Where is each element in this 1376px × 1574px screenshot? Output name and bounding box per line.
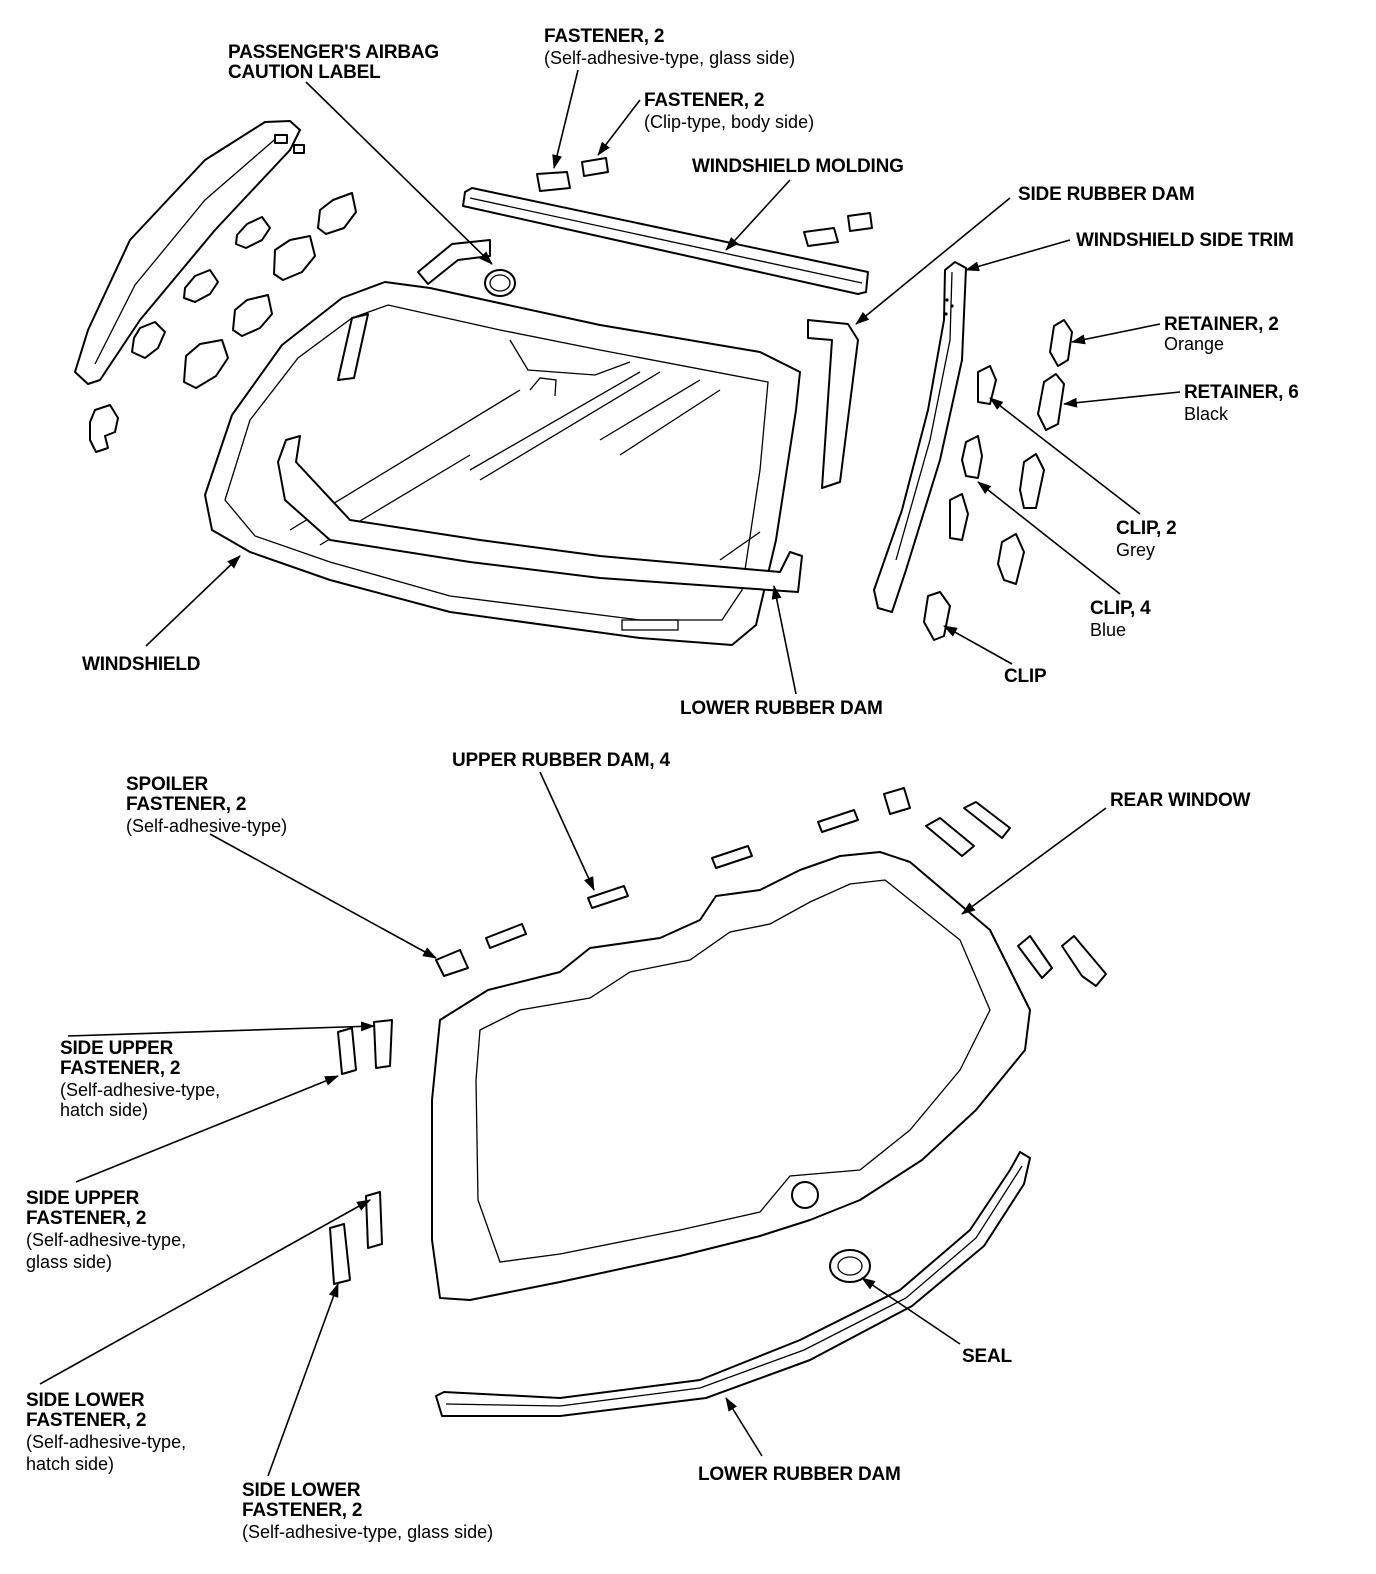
label-retainer-2: RETAINER, 2 Orange xyxy=(1164,314,1279,354)
label-windshield: WINDSHIELD xyxy=(82,654,200,675)
label-side-rubber-dam: SIDE RUBBER DAM xyxy=(1018,184,1194,205)
label-clip-2-sub: Grey xyxy=(1116,540,1155,560)
label-side-upper-glass-line1: SIDE UPPER xyxy=(26,1188,140,1209)
label-windshield-molding: WINDSHIELD MOLDING xyxy=(692,156,904,177)
label-spoiler-sub: (Self-adhesive-type) xyxy=(126,816,287,836)
label-clip: CLIP xyxy=(1004,666,1047,687)
airbag-caution-label xyxy=(484,269,516,297)
label-side-lower-hatch-line2: FASTENER, 2 xyxy=(26,1410,146,1431)
label-side-lower-hatch-sub2: hatch side) xyxy=(26,1454,114,1474)
label-side-upper-hatch-line1: SIDE UPPER xyxy=(60,1038,174,1059)
label-side-upper-glass-sub1: (Self-adhesive-type, xyxy=(26,1230,186,1250)
left-side-trim xyxy=(74,120,305,385)
label-fastener-glass: FASTENER, 2 (Self-adhesive-type, glass s… xyxy=(544,26,795,68)
seal-part xyxy=(829,1249,871,1283)
label-retainer-6-title: RETAINER, 6 xyxy=(1184,382,1299,403)
windshield-side-trim xyxy=(873,261,967,613)
windshield-molding xyxy=(462,187,869,295)
label-retainer-6: RETAINER, 6 Black xyxy=(1184,382,1299,424)
label-retainer-2-sub: Orange xyxy=(1164,334,1224,354)
label-upper-rubber-dam: UPPER RUBBER DAM, 4 xyxy=(452,750,671,771)
label-clip-4: CLIP, 4 Blue xyxy=(1090,598,1151,640)
label-clip-2: CLIP, 2 Grey xyxy=(1116,518,1177,560)
label-side-upper-glass: SIDE UPPER FASTENER, 2 (Self-adhesive-ty… xyxy=(26,1188,186,1272)
label-side-upper-hatch-sub1: (Self-adhesive-type, xyxy=(60,1080,220,1100)
label-side-lower-hatch-line1: SIDE LOWER xyxy=(26,1390,145,1411)
label-retainer-6-sub: Black xyxy=(1184,404,1229,424)
label-side-upper-hatch-sub2: hatch side) xyxy=(60,1100,148,1120)
label-airbag-line2: CAUTION LABEL xyxy=(228,62,381,83)
label-fastener-clip-sub: (Clip-type, body side) xyxy=(644,112,814,132)
label-side-lower-hatch: SIDE LOWER FASTENER, 2 (Self-adhesive-ty… xyxy=(26,1390,186,1474)
label-airbag: PASSENGER'S AIRBAG CAUTION LABEL xyxy=(228,42,439,83)
label-side-upper-glass-line2: FASTENER, 2 xyxy=(26,1208,146,1229)
left-clips xyxy=(89,192,357,453)
label-clip-4-sub: Blue xyxy=(1090,620,1126,640)
label-rear-window: REAR WINDOW xyxy=(1110,790,1251,811)
inner-strip xyxy=(337,313,369,381)
rear-left-fasteners xyxy=(329,1019,393,1285)
label-spoiler-line2: FASTENER, 2 xyxy=(126,794,246,815)
label-lower-rubber-dam-rear: LOWER RUBBER DAM xyxy=(698,1464,901,1485)
label-fastener-glass-sub: (Self-adhesive-type, glass side) xyxy=(544,48,795,68)
label-airbag-line1: PASSENGER'S AIRBAG xyxy=(228,42,439,63)
label-side-lower-glass-sub: (Self-adhesive-type, glass side) xyxy=(242,1522,493,1542)
label-clip-4-title: CLIP, 4 xyxy=(1090,598,1151,619)
lower-rubber-dam-front xyxy=(277,435,803,593)
upper-left-rubber-dam xyxy=(417,239,491,285)
label-spoiler-line1: SPOILER xyxy=(126,774,208,795)
rear-right-fasteners xyxy=(925,801,1107,987)
lower-rubber-dam-rear xyxy=(435,1151,1031,1417)
label-fastener-clip-title: FASTENER, 2 xyxy=(644,90,764,111)
upper-rubber-dams xyxy=(435,787,911,977)
side-rubber-dam xyxy=(807,319,859,489)
label-side-upper-hatch-line2: FASTENER, 2 xyxy=(60,1058,180,1079)
molding-fasteners xyxy=(536,157,873,247)
label-spoiler-fastener: SPOILER FASTENER, 2 (Self-adhesive-type) xyxy=(126,774,287,836)
label-side-lower-glass: SIDE LOWER FASTENER, 2 (Self-adhesive-ty… xyxy=(242,1480,493,1542)
label-fastener-glass-title: FASTENER, 2 xyxy=(544,26,664,47)
leader-lines xyxy=(39,69,1181,1477)
label-clip-2-title: CLIP, 2 xyxy=(1116,518,1177,539)
label-side-lower-glass-line2: FASTENER, 2 xyxy=(242,1500,362,1521)
label-lower-rubber-dam-front: LOWER RUBBER DAM xyxy=(680,698,883,719)
label-seal: SEAL xyxy=(962,1346,1012,1367)
label-side-lower-hatch-sub1: (Self-adhesive-type, xyxy=(26,1432,186,1452)
label-side-lower-glass-line1: SIDE LOWER xyxy=(242,1480,361,1501)
rear-window-glass xyxy=(431,851,1031,1301)
label-fastener-clip: FASTENER, 2 (Clip-type, body side) xyxy=(644,90,814,132)
label-side-upper-glass-sub2: glass side) xyxy=(26,1252,112,1272)
label-side-upper-hatch: SIDE UPPER FASTENER, 2 (Self-adhesive-ty… xyxy=(60,1038,220,1120)
label-retainer-2-title: RETAINER, 2 xyxy=(1164,314,1279,335)
label-windshield-side-trim: WINDSHIELD SIDE TRIM xyxy=(1076,230,1294,251)
